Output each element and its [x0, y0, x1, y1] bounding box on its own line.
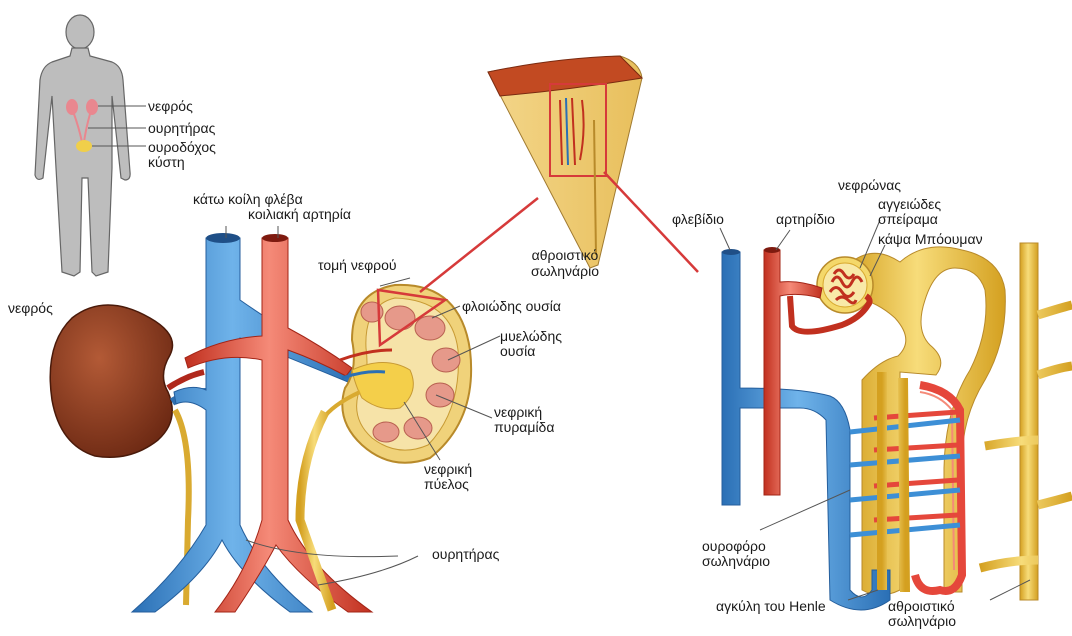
label-bowman-capsule: κάψα Μπόουμαν — [878, 231, 983, 247]
label-kidney-section: τομή νεφρού — [318, 257, 397, 273]
label-human-bladder-line2: κύστη — [148, 154, 185, 170]
human-kidney-right — [86, 99, 98, 115]
label-collecting-duct-top-line2: σωληνάριο — [500, 263, 630, 279]
label-cortex: φλοιώδης ουσία — [462, 298, 561, 314]
label-tubule-line1: ουροφόρο — [702, 538, 766, 554]
label-nephron: νεφρώνας — [838, 177, 901, 193]
label-celiac-artery: κοιλιακή αρτηρία — [248, 206, 351, 222]
label-human-ureter: ουρητήρας — [148, 120, 215, 136]
human-kidney-left — [66, 99, 78, 115]
label-glomerulus-line1: αγγειώδες — [878, 196, 941, 212]
human-bladder — [76, 140, 92, 152]
label-human-kidney: νεφρός — [148, 98, 193, 114]
label-arteriole: αρτηρίδιο — [776, 211, 835, 227]
nephron — [722, 243, 1072, 610]
label-kidney: νεφρός — [8, 300, 53, 316]
human-silhouette — [35, 15, 146, 276]
label-medulla-line2: ουσία — [500, 343, 535, 359]
label-collecting-duct-bottom-line1: αθροιστικό — [888, 598, 955, 614]
label-pelvis-line2: πύελος — [424, 476, 469, 492]
label-tubule-line2: σωληνάριο — [702, 553, 770, 569]
label-glomerulus-line2: σπείραμα — [878, 211, 938, 227]
label-vena-cava: κάτω κοίλη φλέβα — [193, 191, 303, 207]
label-henle-loop: αγκύλη του Henle — [716, 598, 826, 614]
label-medulla-line1: μυελώδης — [500, 328, 562, 344]
label-collecting-duct-top-line1: αθροιστικό — [500, 247, 630, 263]
label-ureter: ουρητήρας — [432, 546, 499, 562]
label-venule: φλεβίδιο — [672, 211, 724, 227]
cortex-wedge — [488, 56, 642, 268]
label-pyramid-line2: πυραμίδα — [494, 419, 554, 435]
label-collecting-duct-bottom-line2: σωληνάριο — [888, 613, 956, 629]
label-human-bladder-line1: ουροδόχος — [148, 139, 216, 155]
label-pyramid-line1: νεφρική — [494, 404, 542, 420]
label-pelvis-line1: νεφρική — [424, 461, 472, 477]
